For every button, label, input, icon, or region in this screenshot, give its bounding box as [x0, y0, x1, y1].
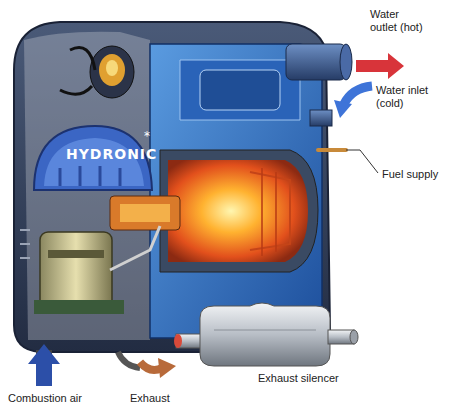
part-label: Combustion air	[8, 392, 82, 405]
part-label: Exhaust	[130, 392, 170, 405]
brand-text: HYDRONIC	[66, 146, 157, 162]
leader-line	[346, 150, 378, 173]
air-arrow	[28, 344, 60, 386]
part-label: Water outlet (hot)	[370, 8, 426, 34]
part-label: Water inlet (cold)	[376, 84, 430, 110]
exhaust-arrow	[158, 358, 176, 378]
part-label: Exhaust silencer	[258, 372, 339, 385]
cold-water-arrow	[334, 100, 352, 118]
hot-water-arrow	[356, 53, 404, 79]
part-label: Fuel supply	[382, 168, 438, 181]
asterisk-mark: *	[144, 129, 150, 143]
